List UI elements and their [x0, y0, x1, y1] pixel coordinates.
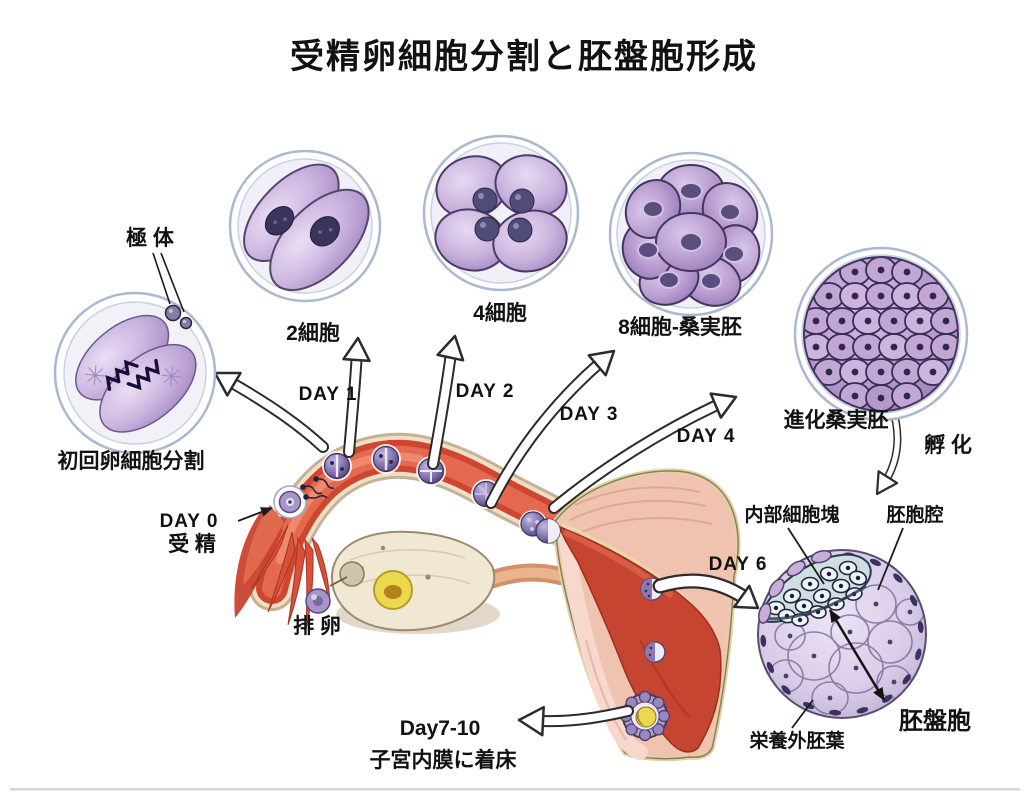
label-day0: DAY 0 — [160, 511, 219, 532]
rim-cells-over-icm — [758, 550, 832, 624]
ovary-follicle — [339, 561, 365, 587]
page-title: 受精卵細胞分割と胚盤胞形成 — [290, 38, 758, 76]
arrow-day3 — [485, 349, 616, 509]
label-day1: DAY 1 — [299, 384, 358, 405]
arrow-day6 — [652, 573, 760, 610]
blastocyst-on-wall — [644, 641, 666, 663]
label-day3: DAY 3 — [560, 404, 619, 425]
label-blastocyst: 胚盤胞 — [898, 707, 971, 735]
cell-four-cell — [422, 134, 580, 292]
chromosomes — [105, 358, 160, 391]
nucleus — [309, 216, 340, 247]
label-eight-cell-morula: 8細胞-桑実胚 — [618, 315, 742, 339]
rim-nuclei — [760, 552, 924, 716]
ovary — [329, 530, 569, 634]
label-inner-cell-mass: 内部細胞塊 — [744, 503, 839, 526]
blastocyst — [757, 549, 927, 719]
trophectoderm-leader — [791, 699, 814, 729]
spindle-aster — [85, 365, 182, 387]
nuclei — [637, 182, 745, 290]
arrow-day2 — [427, 334, 465, 470]
blastocoel-leader — [877, 527, 904, 591]
sperm-cells — [300, 476, 335, 500]
label-day4: DAY 4 — [677, 426, 736, 447]
cell-eight-cell-morula — [608, 151, 774, 317]
label-polar-body: 極 体 — [126, 226, 175, 250]
arrow-day4 — [548, 392, 738, 514]
label-four-cell: 4細胞 — [473, 301, 527, 325]
label-day6: DAY 6 — [709, 554, 768, 575]
nucleus — [264, 206, 295, 236]
label-hatching: 孵 化 — [924, 433, 972, 457]
label-blastocoel: 胚胞腔 — [885, 503, 943, 526]
label-ovulation: 排 卵 — [293, 614, 341, 638]
arrow-implantation — [517, 705, 634, 737]
polar-body — [179, 316, 193, 330]
leader-lines — [237, 507, 904, 729]
arrow-day1 — [342, 336, 371, 458]
uterus — [553, 468, 741, 762]
icm-leader — [787, 527, 825, 585]
bottom-divider — [10, 788, 1020, 791]
fimbriae — [234, 505, 331, 631]
morula-cells — [804, 257, 958, 411]
arrow-to-first-division — [213, 371, 329, 453]
label-trophectoderm: 栄養外胚葉 — [748, 729, 845, 752]
label-two-cell: 2細胞 — [286, 321, 340, 345]
label-day2: DAY 2 — [456, 381, 515, 402]
polar-body-leader-lines — [152, 252, 185, 313]
cell-advanced-morula — [793, 246, 969, 422]
yolk-sac — [635, 706, 657, 728]
tubal-embryo-2cell — [371, 444, 401, 474]
label-first-division: 初回卵細胞分割 — [58, 449, 205, 473]
nuclei — [472, 187, 535, 243]
blastocoel-span-arrow — [828, 609, 886, 701]
tubal-embryos — [273, 444, 561, 614]
cell-first-division — [53, 291, 217, 455]
tubal-embryo-2cell — [322, 451, 352, 481]
label-advanced-morula: 進化桑実胚 — [784, 408, 889, 432]
polar-body — [164, 304, 182, 322]
day0-leader — [237, 507, 273, 522]
cell-two-cell — [228, 149, 382, 303]
hatching-blastocyst-in-uterus — [535, 518, 561, 544]
label-implantation-days: Day7-10 — [400, 717, 481, 740]
label-implantation-event: 子宮内膜に着床 — [370, 748, 517, 772]
label-day0-event: 受 精 — [168, 532, 216, 556]
